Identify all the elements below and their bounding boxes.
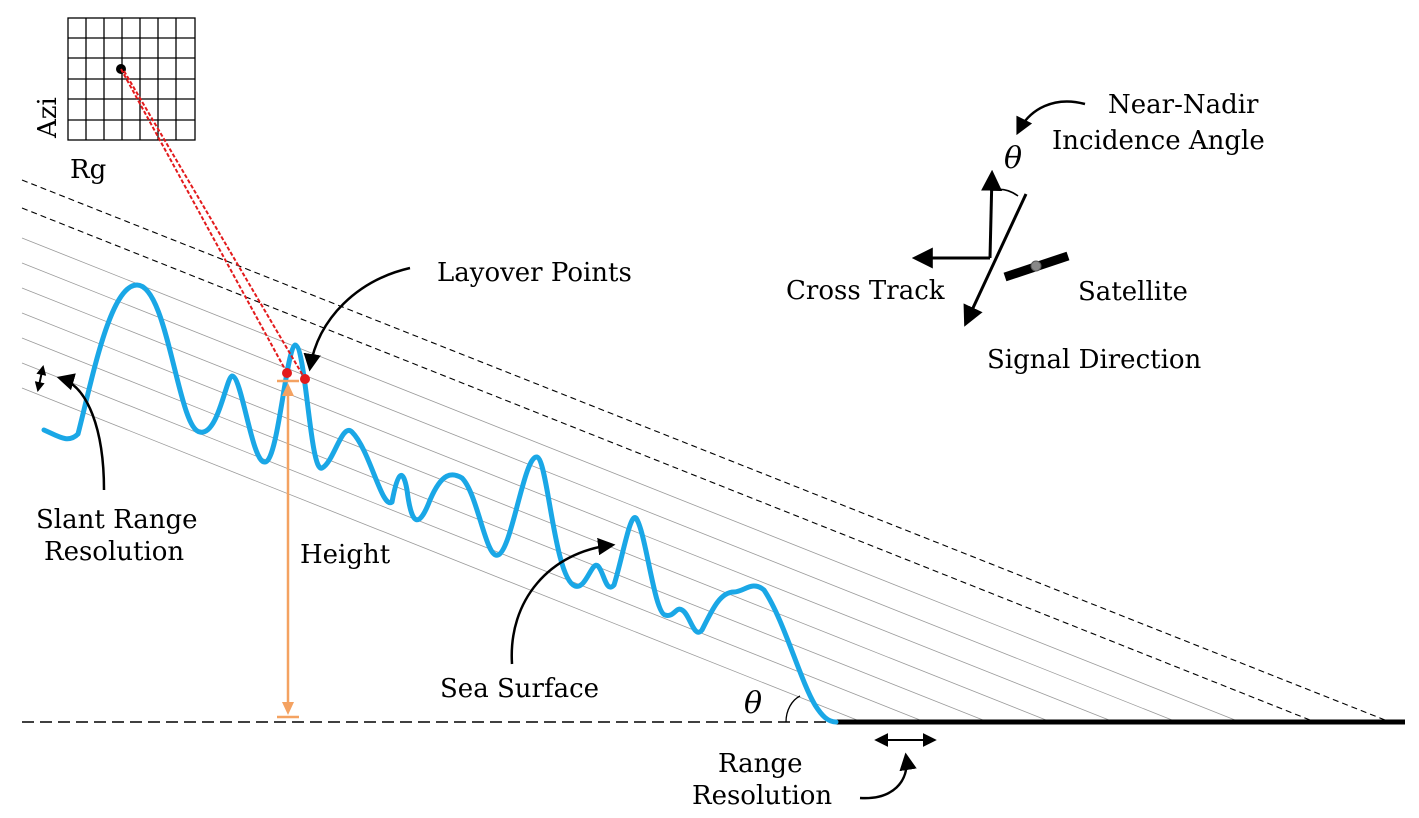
near-nadir-label: Near-Nadir bbox=[1108, 90, 1259, 120]
layover-rays bbox=[120, 68, 306, 380]
range-resolution-pointer-arrow bbox=[859, 752, 917, 800]
slant-range-lines bbox=[21, 237, 1236, 721]
ground-theta-label: θ bbox=[744, 686, 762, 721]
range-label: Range bbox=[718, 749, 802, 779]
satellite-label: Satellite bbox=[1078, 277, 1188, 307]
pixel-grid bbox=[67, 17, 196, 141]
slant-resolution-arrow bbox=[34, 365, 47, 392]
height-label: Height bbox=[300, 540, 391, 570]
incidence-angle-label: Incidence Angle bbox=[1052, 126, 1265, 156]
height-arrow bbox=[277, 379, 299, 719]
layover-point bbox=[300, 374, 310, 384]
satellite-geometry bbox=[911, 169, 1070, 327]
sea-surface-pointer-arrow bbox=[510, 537, 616, 665]
layover-points-label: Layover Points bbox=[437, 258, 632, 288]
slant-resolution-label: Resolution bbox=[44, 537, 184, 567]
slant-resolution-pointer-arrow bbox=[56, 373, 106, 491]
ground-angle-arc bbox=[785, 695, 801, 723]
sea-surface-label: Sea Surface bbox=[440, 674, 599, 704]
sea-surface-curve bbox=[41, 282, 839, 725]
slant-range-label: Slant Range bbox=[36, 505, 198, 535]
satellite-theta-label: θ bbox=[1004, 141, 1022, 176]
layover-point bbox=[282, 368, 292, 378]
cross-track-label: Cross Track bbox=[786, 276, 945, 306]
layover-pointer-arrow bbox=[303, 266, 411, 372]
grid-axis-rg-label: Rg bbox=[70, 155, 106, 185]
near-nadir-pointer-arrow bbox=[1016, 100, 1086, 136]
range-resolution-label: Resolution bbox=[692, 781, 832, 811]
satellite-icon bbox=[1003, 251, 1070, 282]
grid-axis-azi-label: Azi bbox=[33, 97, 63, 139]
slant-range-boundary-lines bbox=[21, 179, 1386, 721]
signal-direction-label: Signal Direction bbox=[987, 345, 1202, 375]
